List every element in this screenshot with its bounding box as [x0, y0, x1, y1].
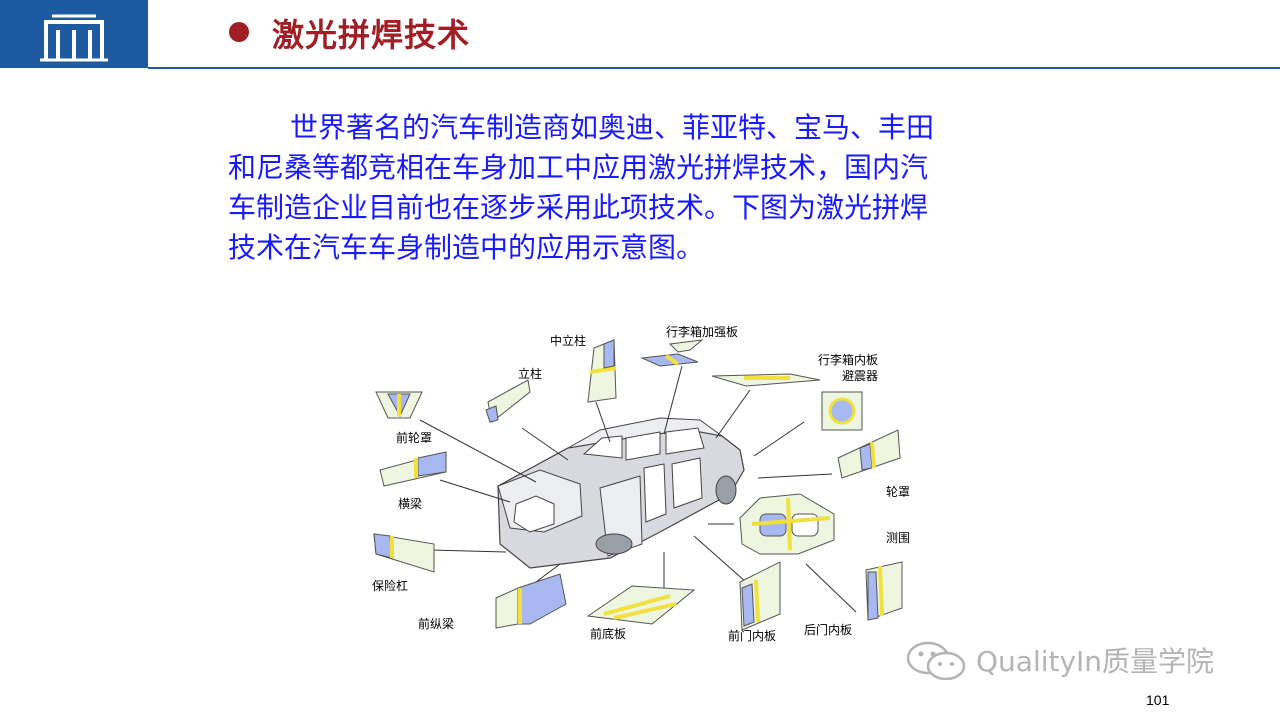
- part-wheelhouse: [837, 429, 901, 479]
- label-front-door-inner: 前门内板: [728, 628, 776, 643]
- label-trunk-inner: 行李箱内板: [818, 352, 878, 367]
- university-gate-logo-icon: [40, 14, 108, 62]
- watermark: QualityIn质量学院: [904, 640, 1214, 680]
- part-pillar-middle: [587, 339, 617, 403]
- part-rear-door-inner: [865, 561, 903, 621]
- leader-lines: [419, 365, 857, 613]
- body-paragraph: 世界著名的汽车制造商如奥迪、菲亚特、宝马、丰田 和尼桑等都竞相在车身加工中应用激…: [228, 108, 1048, 268]
- part-pillar: [485, 379, 531, 423]
- part-front-longitudinal: [495, 573, 567, 629]
- part-shock-absorber: [821, 391, 863, 431]
- paragraph-line: 世界著名的汽车制造商如奥迪、菲亚特、宝马、丰田: [290, 111, 935, 144]
- label-front-longitudinal: 前纵梁: [418, 616, 454, 631]
- header-divider: [148, 67, 1280, 69]
- part-front-door-inner: [739, 561, 781, 631]
- car-body-illustration: [497, 417, 745, 569]
- part-front-wheelhouse: [375, 391, 423, 419]
- page-number: 101: [1146, 692, 1170, 708]
- part-side-frame: [739, 493, 835, 555]
- label-rear-door-inner: 后门内板: [804, 622, 852, 637]
- title-bullet: [229, 22, 249, 42]
- paragraph-line: 和尼桑等都竞相在车身加工中应用激光拼焊技术，国内汽: [228, 151, 929, 184]
- watermark-text: QualityIn质量学院: [976, 645, 1215, 678]
- part-trunk-inner: [711, 373, 821, 387]
- label-shock-absorber: 避震器: [842, 369, 878, 383]
- paragraph-line: 技术在汽车车身制造中的应用示意图。: [228, 231, 705, 264]
- logo-box: [0, 0, 148, 68]
- page-title: 激光拼焊技术: [272, 16, 471, 54]
- part-bumper: [373, 533, 435, 573]
- label-front-wheelhouse: 前轮罩: [396, 430, 432, 445]
- label-trunk-reinforce: 行李箱加强板: [666, 324, 738, 339]
- paragraph-line: 车制造企业目前也在逐步采用此项技术。下图为激光拼焊: [228, 191, 929, 224]
- label-front-floor: 前底板: [590, 626, 626, 641]
- part-crossbeam: [379, 451, 447, 487]
- wechat-icon: [906, 641, 966, 680]
- label-wheelhouse: 轮罩: [886, 485, 910, 499]
- laser-welding-diagram: .part { fill: #eef6df; stroke: #555; str…: [372, 324, 910, 643]
- label-pillar: 立柱: [518, 366, 542, 381]
- label-crossbeam: 横梁: [398, 496, 422, 511]
- part-front-floor: [586, 585, 696, 625]
- label-side-panel: 测围: [886, 531, 910, 545]
- label-bumper: 保险杠: [372, 578, 408, 593]
- label-pillar-middle: 中立柱: [550, 333, 586, 348]
- part-trunk-reinforce: [640, 339, 704, 367]
